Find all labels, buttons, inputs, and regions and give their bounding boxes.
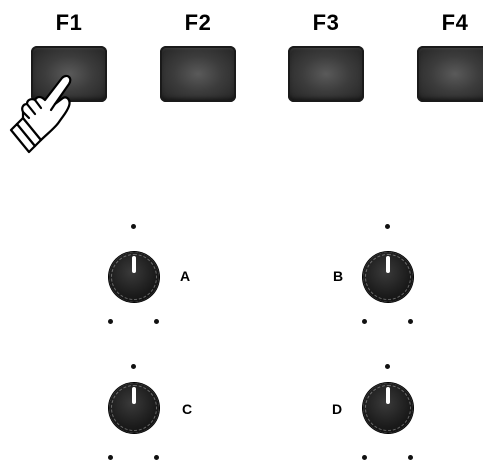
knob-a-left-dot [108,319,113,324]
f1-label: F1 [55,10,83,35]
knob-d-indicator [386,387,390,404]
knob-d-left-dot [362,455,367,460]
knob-b-indicator [386,256,390,273]
f3-label: F3 [312,10,340,35]
knob-c-label: C [182,401,193,417]
knob-b-top-dot [385,224,390,229]
f1-button[interactable] [31,46,107,102]
knob-d[interactable] [363,383,413,433]
f4-button[interactable] [417,46,483,102]
knob-c[interactable] [109,383,159,433]
knob-a-right-dot [154,319,159,324]
knob-c-group [94,353,174,463]
knob-c-top-dot [131,364,136,369]
knob-b-left-dot [362,319,367,324]
knob-b-right-dot [408,319,413,324]
knob-a-group [94,222,174,332]
knob-c-right-dot [154,455,159,460]
knob-a-indicator [132,256,136,273]
f2-button[interactable] [160,46,236,102]
knob-b[interactable] [363,252,413,302]
f3-button[interactable] [288,46,364,102]
knob-d-group [348,353,428,463]
knob-c-left-dot [108,455,113,460]
knob-a-top-dot [131,224,136,229]
knob-b-label: B [333,268,344,284]
knob-a-label: A [180,268,191,284]
knob-b-group [348,222,428,332]
knob-d-top-dot [385,364,390,369]
knob-a[interactable] [109,252,159,302]
knob-d-right-dot [408,455,413,460]
f4-label: F4 [441,10,469,35]
knob-d-label: D [332,401,343,417]
knob-c-indicator [132,387,136,404]
f2-label: F2 [184,10,212,35]
